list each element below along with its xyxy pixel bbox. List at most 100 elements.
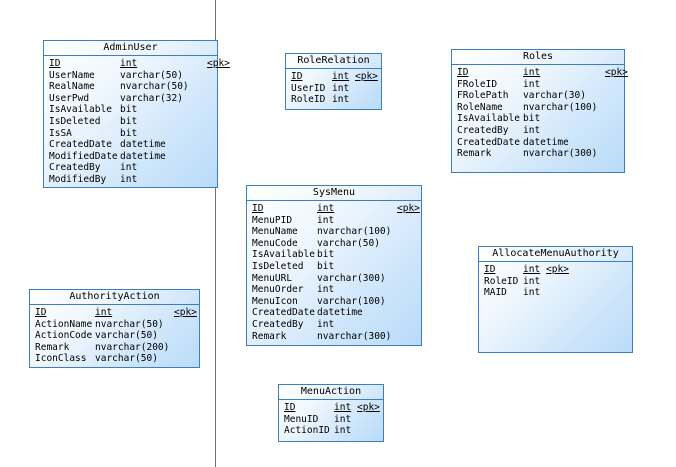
column-name: ID — [291, 71, 303, 82]
column-type: int — [523, 78, 541, 90]
column-name: RoleID — [484, 275, 519, 287]
column-row: UserID int — [291, 83, 377, 95]
column-name: RealName — [49, 81, 95, 93]
column-type: bit — [120, 115, 138, 127]
column-type: bit — [317, 260, 335, 272]
column-type: int — [523, 67, 541, 78]
column-name: ID — [284, 402, 296, 413]
column-name: CreatedDate — [252, 307, 315, 319]
column-type: int — [95, 307, 113, 318]
column-type: int — [317, 214, 335, 226]
column-name: IsAvailable — [49, 104, 112, 116]
column-type: nvarchar(50) — [95, 318, 164, 330]
column-type: int — [523, 264, 541, 275]
column-row: FRoleID int — [457, 79, 620, 91]
column-type: nvarchar(50) — [120, 81, 189, 93]
column-type: datetime — [523, 136, 569, 148]
column-type: varchar(50) — [95, 330, 158, 342]
column-type: varchar(100) — [317, 295, 386, 307]
entity-title: AuthorityAction — [30, 290, 199, 305]
column-name: MenuPID — [252, 214, 293, 226]
column-name: Remark — [35, 341, 70, 353]
entity-title: Roles — [452, 50, 624, 65]
column-name: IsAvailable — [457, 113, 520, 125]
column-name: MenuIcon — [252, 295, 298, 307]
column-type: int — [523, 275, 541, 287]
column-name: FRolePath — [457, 90, 509, 102]
column-name: ModifiedBy — [49, 173, 107, 185]
column-name: MenuCode — [252, 237, 298, 249]
column-name: Remark — [457, 148, 492, 160]
column-type: int — [317, 318, 335, 330]
column-row: Remark nvarchar(300) — [252, 331, 417, 343]
entity-title: AllocateMenuAuthority — [479, 247, 632, 262]
column-type: int — [332, 82, 350, 94]
column-row: MenuIcon varchar(100) — [252, 296, 417, 308]
column-type: nvarchar(300) — [317, 330, 392, 342]
column-type: bit — [523, 113, 541, 125]
column-name: ID — [35, 307, 47, 318]
primary-key-marker: <pk> — [605, 67, 628, 78]
column-name: ActionID — [284, 425, 330, 437]
column-name: MAID — [484, 287, 507, 299]
column-name: ModifiedDate — [49, 150, 118, 162]
column-name: UserID — [291, 82, 326, 94]
column-name: IsDeleted — [252, 260, 304, 272]
column-type: bit — [317, 249, 335, 261]
column-name: RoleName — [457, 101, 503, 113]
column-type: int — [332, 71, 350, 82]
column-name: IsSA — [49, 127, 72, 139]
primary-key-marker: <pk> — [207, 58, 230, 69]
entity-allocatemenuauthority[interactable]: AllocateMenuAuthority ID int <pk> RoleID int… — [478, 246, 633, 353]
column-name: CreatedBy — [457, 124, 509, 136]
column-row: MenuCode varchar(50) — [252, 238, 417, 250]
column-name: UserPwd — [49, 92, 90, 104]
column-type: varchar(50) — [317, 237, 380, 249]
column-type: nvarchar(200) — [95, 341, 170, 353]
column-type: nvarchar(100) — [317, 226, 392, 238]
column-name: FRoleID — [457, 78, 498, 90]
column-row: Remark nvarchar(200) — [35, 342, 195, 354]
column-type: int — [120, 173, 138, 185]
column-type: int — [334, 413, 352, 425]
column-name: CreatedBy — [49, 162, 101, 174]
column-row: ActionID int — [284, 425, 379, 437]
primary-key-marker: <pk> — [546, 264, 569, 275]
column-name: ActionName — [35, 318, 93, 330]
column-type: int — [334, 425, 352, 437]
column-name: Remark — [252, 330, 287, 342]
column-name: UserName — [49, 69, 95, 81]
column-name: IconClass — [35, 353, 87, 365]
column-name: ID — [484, 264, 496, 275]
column-type: varchar(300) — [317, 272, 386, 284]
column-type: int — [332, 94, 350, 106]
